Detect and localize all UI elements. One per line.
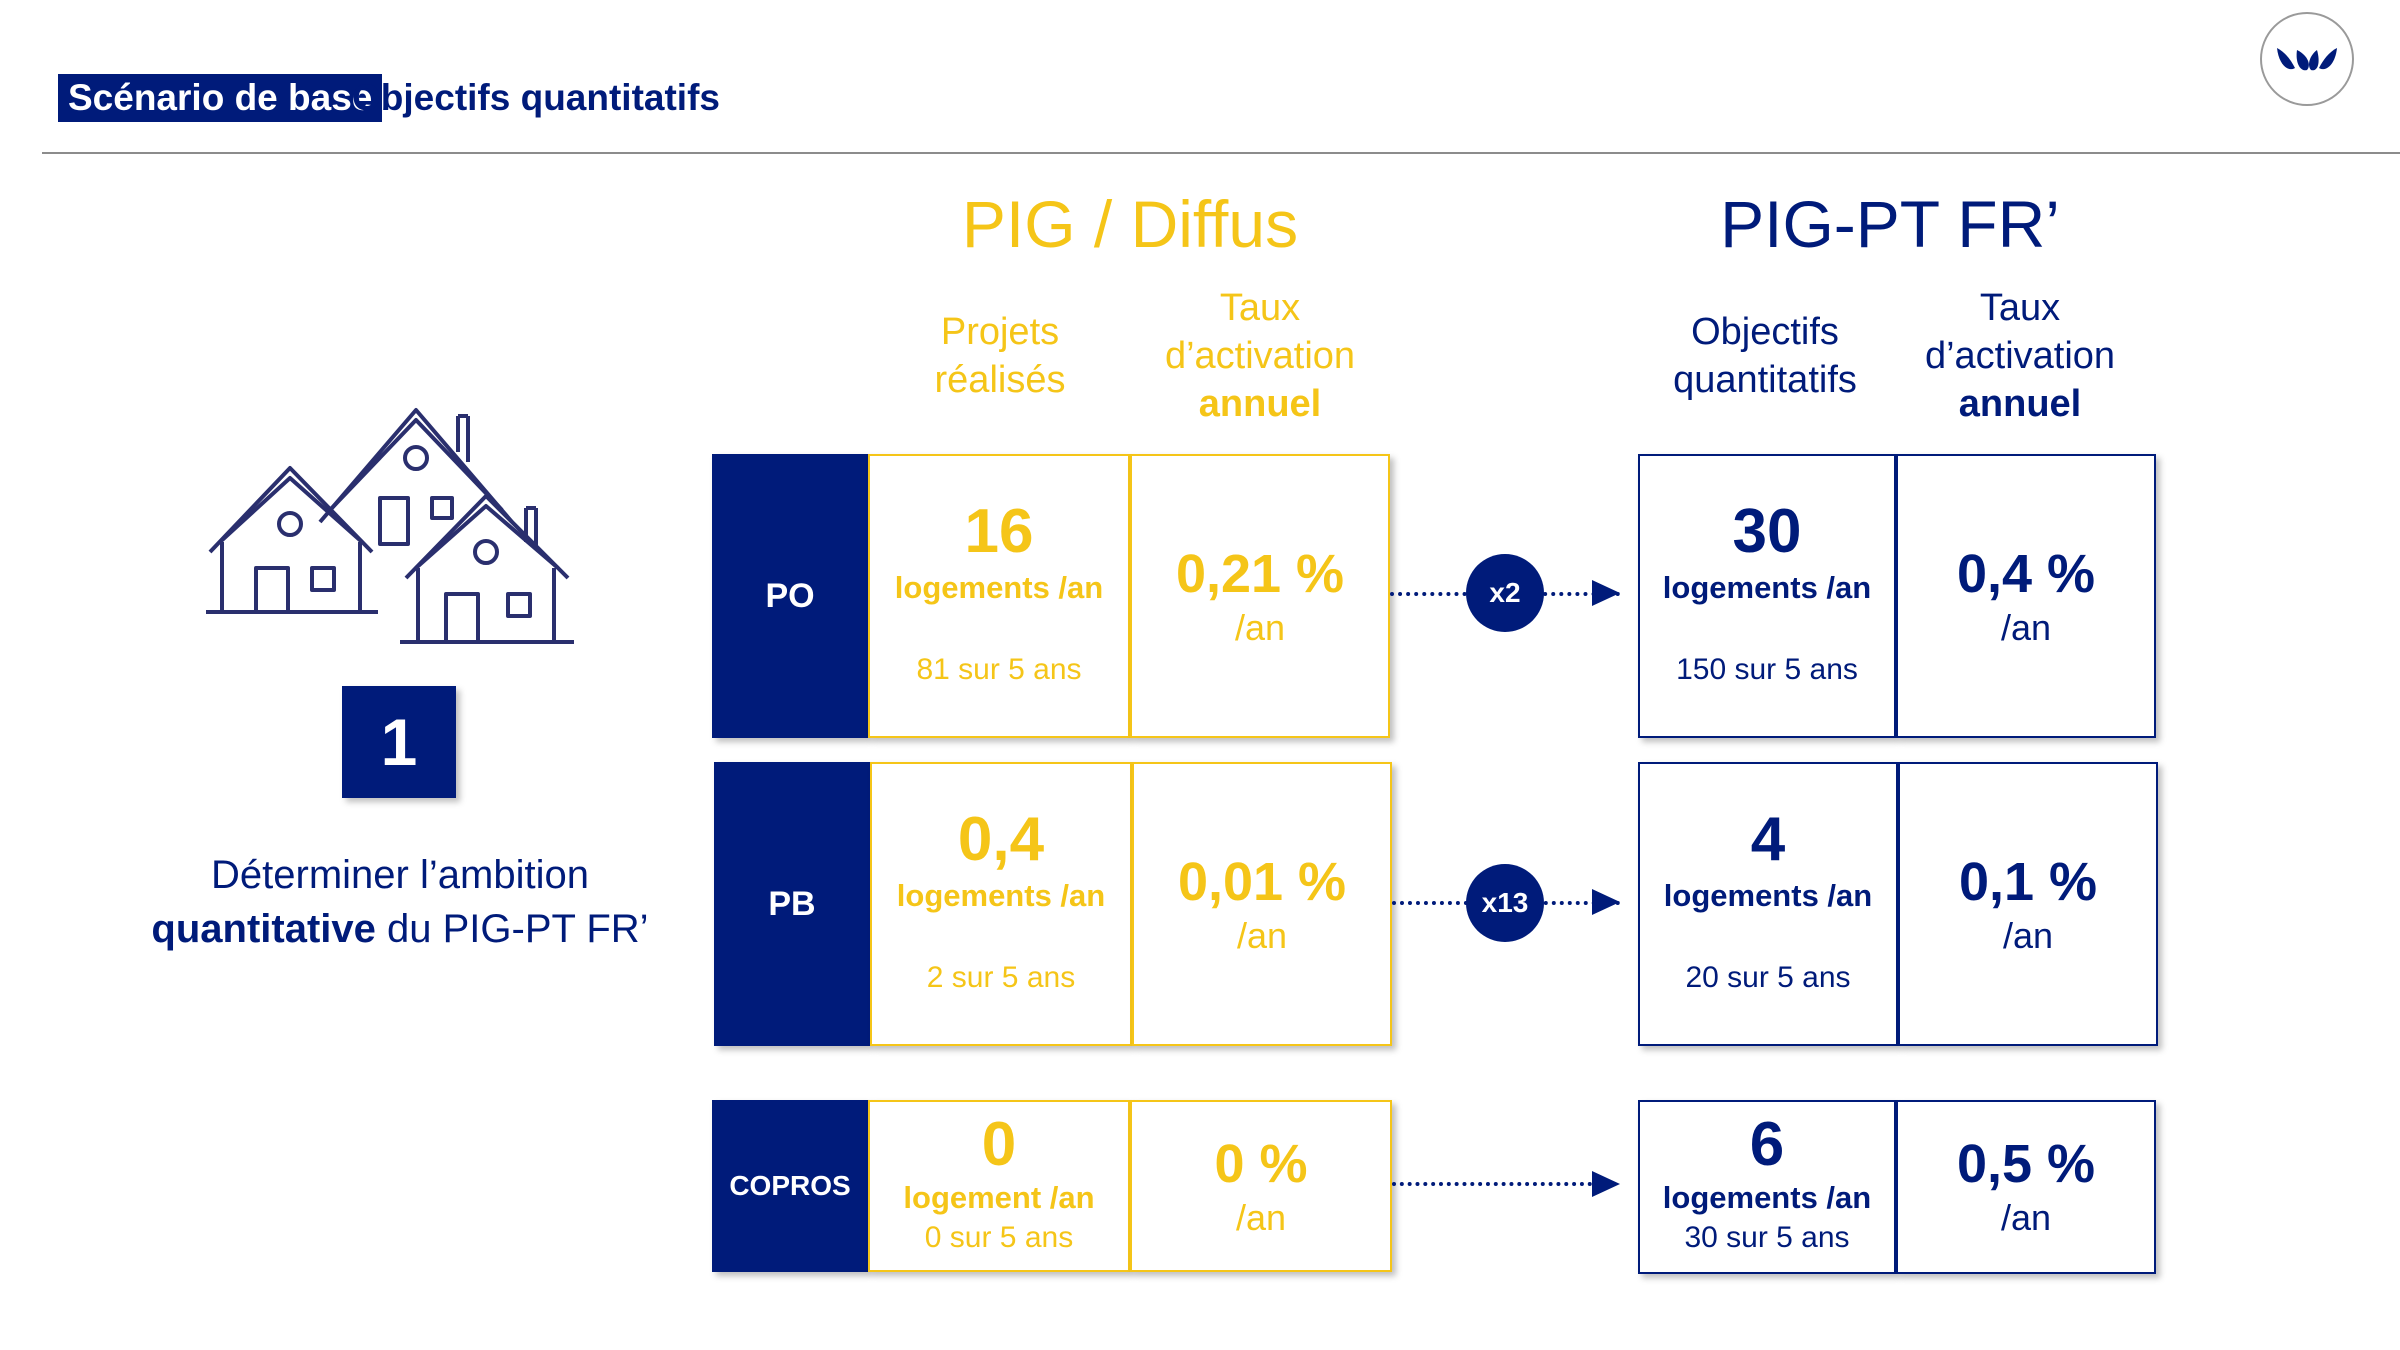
pt-copros-rate: 0,5 % /an: [1896, 1100, 2156, 1274]
pig-col2-line3: annuel: [1130, 380, 1390, 428]
pt-copros-rate-unit: /an: [2000, 1197, 2052, 1238]
pig-col1-line2: réalisés: [934, 359, 1066, 401]
pig-col2-bold: annuel: [1198, 383, 1322, 425]
pig-copros-rate-unit: /an: [1235, 1197, 1287, 1238]
pig-pb-total: 2 sur 5 ans: [926, 961, 1076, 994]
pig-copros-rate: 0 % /an: [1130, 1100, 1392, 1272]
houses-icon: [200, 392, 580, 654]
pig-col1-header: Projets réalisés: [868, 308, 1132, 404]
pigpt-col2-header: Taux d’activation annuel: [1890, 284, 2150, 428]
pt-copros-rate-value: 0,5 %: [1956, 1134, 2096, 1194]
pt-po-unit: logements /an: [1662, 570, 1872, 605]
row-label-po: PO: [712, 454, 868, 738]
pt-copros-unit: logements /an: [1662, 1180, 1872, 1215]
step-text-line2: quantitative du PIG-PT FR’: [120, 902, 680, 956]
pig-copros-rate-value: 0 %: [1214, 1134, 1308, 1194]
pigpt-col1-line1: Objectifs: [1691, 311, 1839, 353]
pig-po-value: 16: [964, 497, 1034, 566]
pigpt-col2-bold: annuel: [1958, 383, 2082, 425]
pig-po-rate-value: 0,21 %: [1175, 544, 1345, 604]
logo-icon: [2260, 12, 2354, 106]
pig-pb-rate: 0,01 % /an: [1132, 762, 1392, 1046]
page-title: Objectifs quantitatifs: [352, 77, 720, 118]
pt-po-total: 150 sur 5 ans: [1676, 653, 1858, 686]
pigpt-col2-line2: d’activation: [1924, 335, 2116, 377]
arrow-right-icon: [1592, 889, 1620, 920]
pig-pb-value: 0,4: [957, 805, 1045, 874]
pig-col2-line2: d’activation: [1164, 335, 1356, 377]
step-description: Déterminer l’ambition quantitative du PI…: [120, 848, 680, 956]
pt-pb-rate-unit: /an: [2002, 915, 2054, 956]
step-text-bold: quantitative: [151, 907, 376, 951]
multiplier-pb: x13: [1466, 864, 1544, 942]
pt-copros-total: 30 sur 5 ans: [1684, 1221, 1850, 1254]
pigpt-col1-line2: quantitatifs: [1673, 359, 1857, 401]
step-number: 1: [342, 686, 456, 798]
pt-copros-objectives: 6 logements /an 30 sur 5 ans: [1638, 1100, 1896, 1274]
pt-po-rate-unit: /an: [2000, 607, 2052, 648]
pt-copros-value: 6: [1749, 1110, 1785, 1179]
pig-title: PIG / Diffus: [961, 187, 1299, 261]
arrow-right-icon: [1592, 1171, 1620, 1202]
pig-col2-line1: Taux: [1219, 287, 1301, 329]
pt-po-rate-value: 0,4 %: [1956, 544, 2096, 604]
pt-po-objectives: 30 logements /an 150 sur 5 ans: [1638, 454, 1896, 738]
arrow-right-icon: [1592, 580, 1620, 611]
header-divider: [42, 152, 2400, 154]
pig-po-rate: 0,21 % /an: [1130, 454, 1390, 738]
pig-pb-rate-unit: /an: [1236, 915, 1288, 956]
pig-po-total: 81 sur 5 ans: [916, 653, 1082, 686]
pt-pb-objectives: 4 logements /an 20 sur 5 ans: [1638, 762, 1898, 1046]
pig-pb-rate-value: 0,01 %: [1177, 852, 1347, 912]
scenario-tag: Scénario de base: [58, 74, 383, 122]
pigpt-col1-header: Objectifs quantitatifs: [1638, 308, 1892, 404]
pt-pb-rate: 0,1 % /an: [1898, 762, 2158, 1046]
pigpt-col2-line3: annuel: [1890, 380, 2150, 428]
pig-pb-unit: logements /an: [896, 878, 1106, 913]
pigpt-title: PIG-PT FR’: [1720, 187, 2060, 261]
pig-copros-total: 0 sur 5 ans: [924, 1221, 1074, 1254]
pig-po-rate-unit: /an: [1234, 607, 1286, 648]
pig-col2-header: Taux d’activation annuel: [1130, 284, 1390, 428]
row-label-pb: PB: [714, 762, 870, 1046]
pig-copros-projects: 0 logement /an 0 sur 5 ans: [868, 1100, 1130, 1272]
row-label-copros: COPROS: [712, 1100, 868, 1272]
step-text-line1: Déterminer l’ambition: [211, 853, 589, 897]
pt-po-rate: 0,4 % /an: [1896, 454, 2156, 738]
pig-pb-projects: 0,4 logements /an 2 sur 5 ans: [870, 762, 1132, 1046]
step-text-rest: du PIG-PT FR’: [375, 907, 649, 951]
arrow-line-copros: [1392, 1182, 1592, 1186]
pig-po-unit: logements /an: [894, 570, 1104, 605]
pig-copros-value: 0: [981, 1110, 1017, 1179]
pt-pb-total: 20 sur 5 ans: [1685, 961, 1851, 994]
pig-col1-line1: Projets: [940, 311, 1060, 353]
pt-po-value: 30: [1732, 497, 1802, 566]
pt-pb-value: 4: [1750, 805, 1786, 874]
pig-po-projects: 16 logements /an 81 sur 5 ans: [868, 454, 1130, 738]
pt-pb-unit: logements /an: [1663, 878, 1873, 913]
multiplier-po: x2: [1466, 554, 1544, 632]
pigpt-col2-line1: Taux: [1979, 287, 2061, 329]
pig-copros-unit: logement /an: [903, 1180, 1095, 1215]
pt-pb-rate-value: 0,1 %: [1958, 852, 2098, 912]
